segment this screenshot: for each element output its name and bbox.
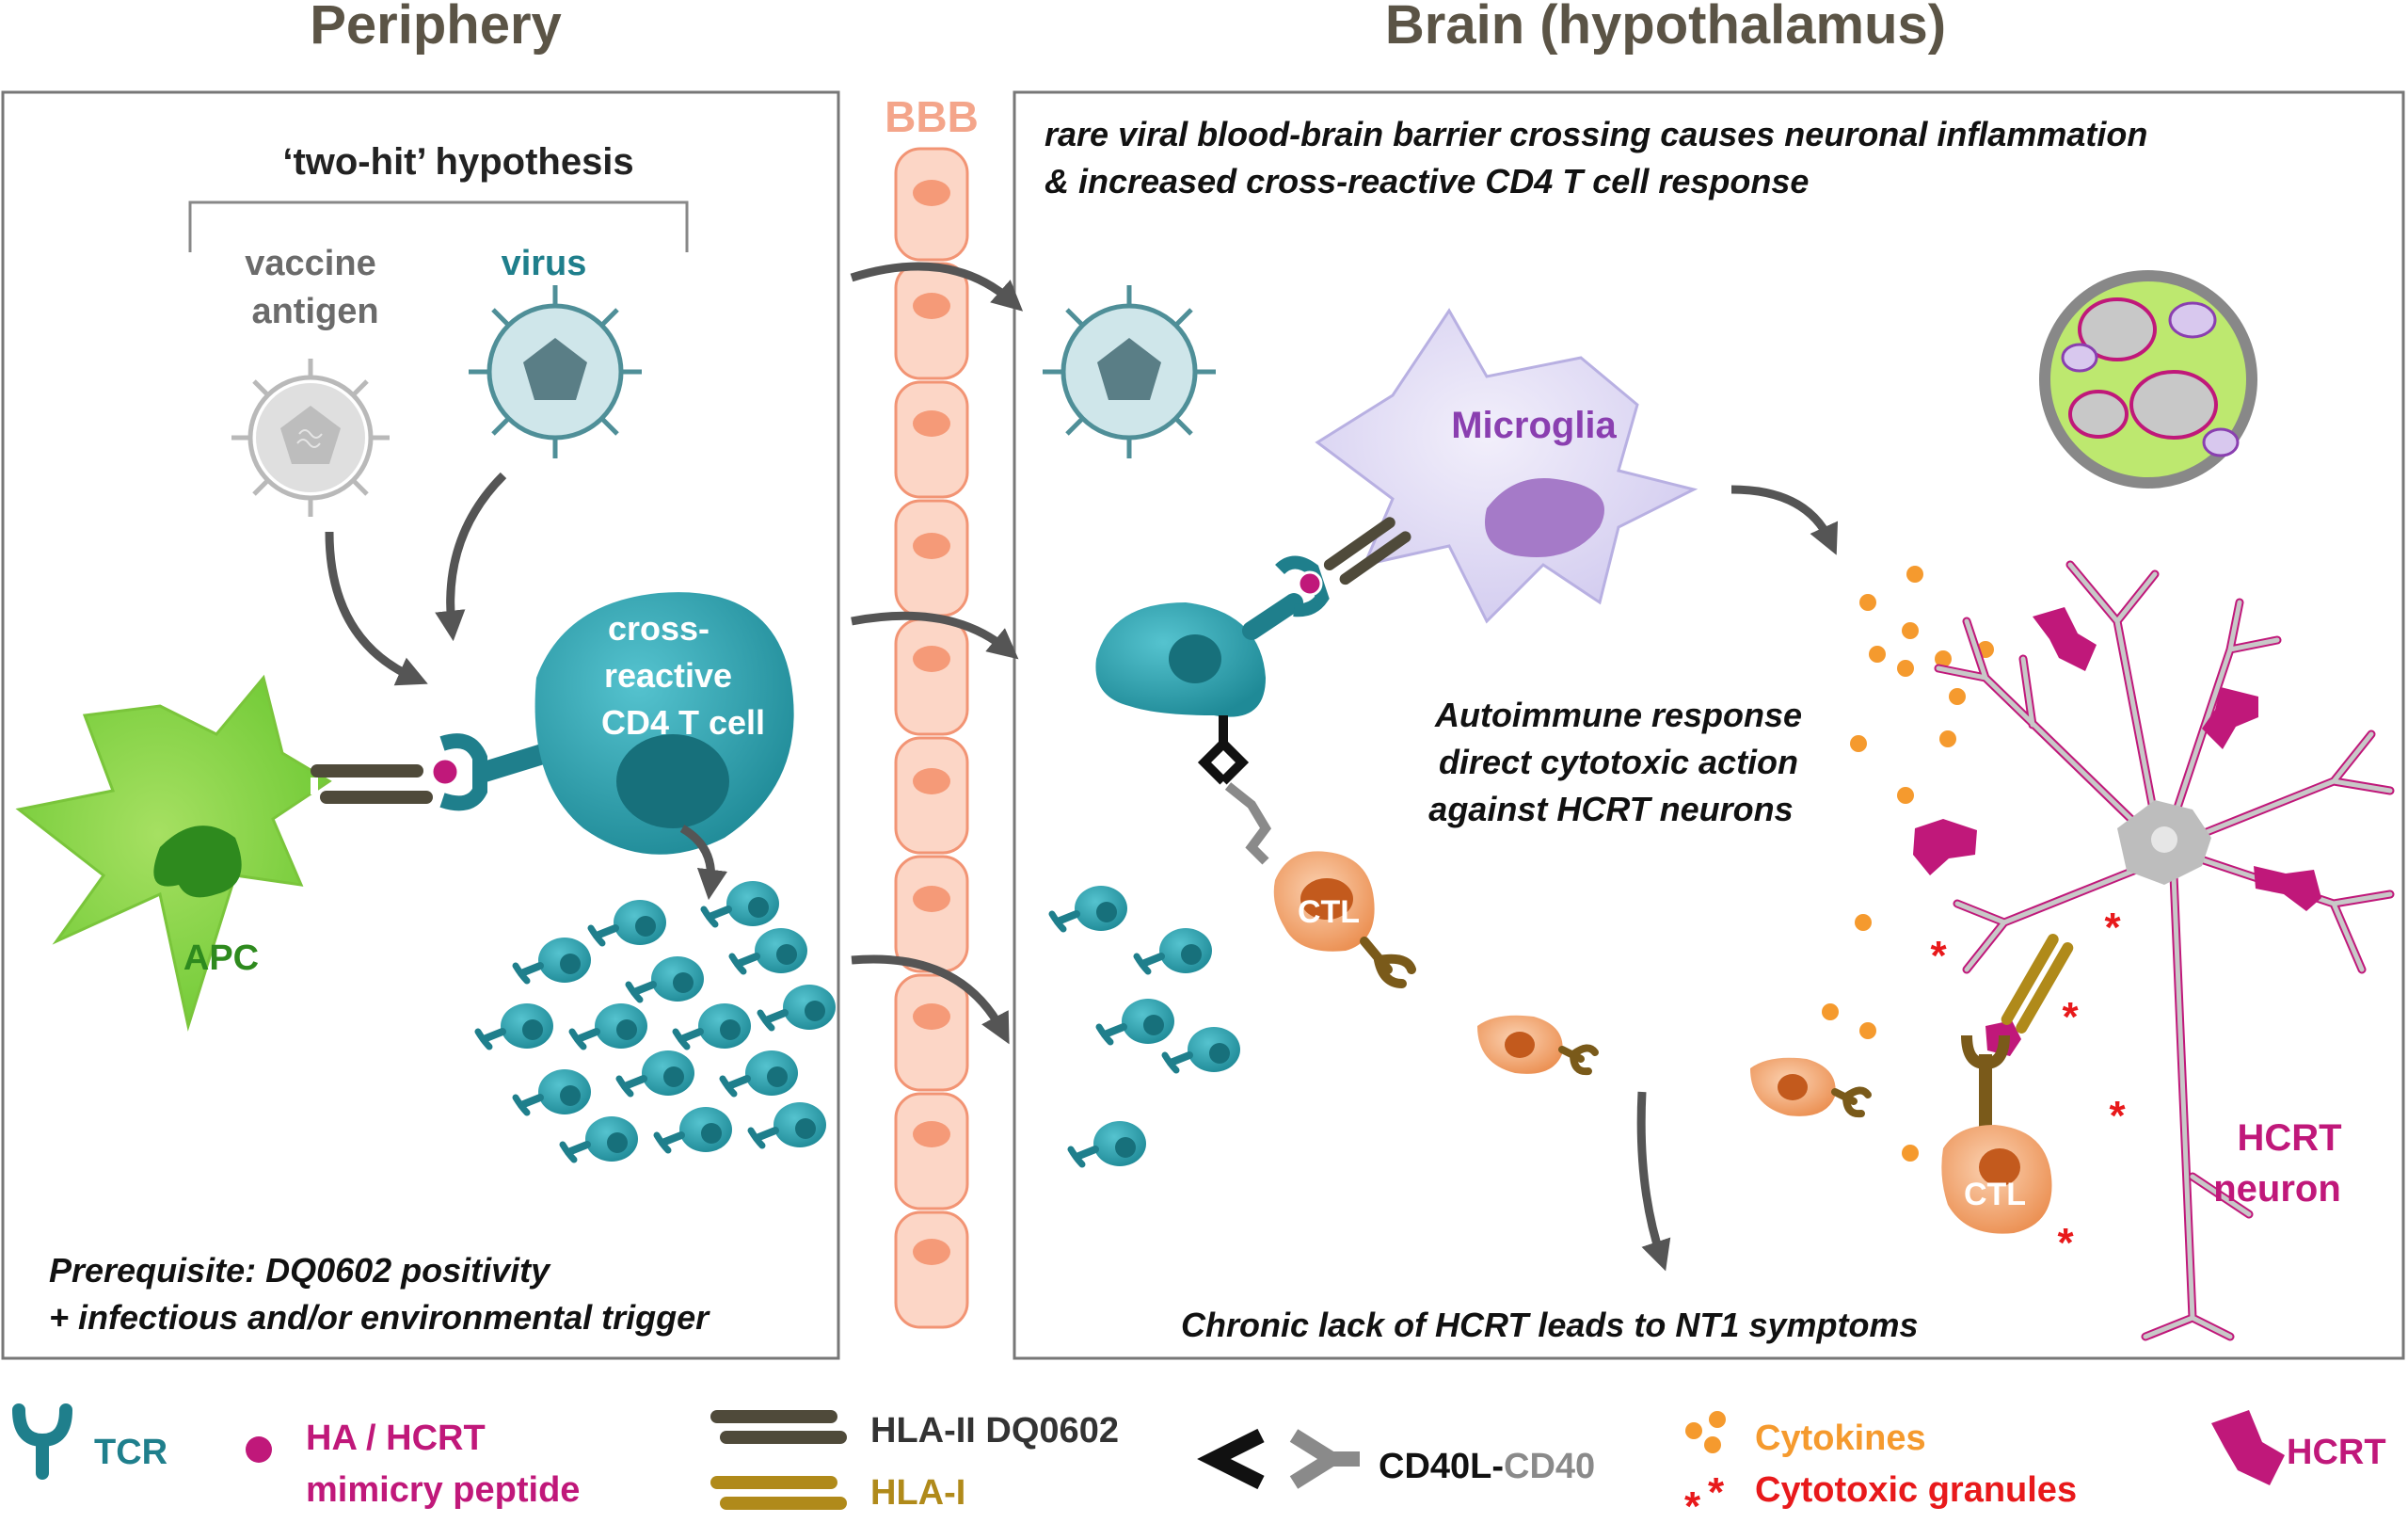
brain-caption-2: & increased cross-reactive CD4 T cell re… (1045, 162, 1809, 200)
legend-granules-label: Cytotoxic granules (1755, 1470, 2077, 1510)
hcrt-neuron (1934, 560, 2395, 1341)
cytokine-dots (1822, 566, 1994, 1162)
microglia-hla-ii (1323, 517, 1411, 585)
hcrt-peptides (1913, 607, 2321, 1056)
header-brain: Brain (hypothalamus) (1385, 0, 1946, 56)
roaming-ctl-2 (1750, 1057, 1872, 1118)
microglia-nucleus (1485, 478, 1604, 557)
brain-ctl-tcr (1360, 937, 1416, 988)
vaccine-label-1: vaccine (245, 244, 375, 283)
tcr-stalk (474, 743, 556, 782)
bbb-label: BBB (885, 92, 979, 141)
legend-cd40l-label: CD40L-CD40 (1379, 1447, 1595, 1486)
tcell-label-1: cross- (608, 609, 710, 648)
legend-tcr-label: TCR (94, 1433, 167, 1472)
legend-hcrt-icon (2211, 1410, 2285, 1485)
legend-cd40l-text: CD40L- (1379, 1447, 1504, 1486)
tissue-inset (2039, 270, 2257, 489)
brain-cd4-nucleus (1169, 634, 1221, 683)
svg-text:*: * (2057, 1220, 2074, 1266)
periphery-panel (1, 90, 840, 1360)
neuron-label-1: HCRT (2237, 1117, 2341, 1159)
brain-cd40 (1224, 782, 1272, 865)
expanded-tcell-cluster (478, 881, 836, 1162)
legend-tcr-icon (12, 1403, 72, 1480)
bbb-cells (894, 147, 969, 1329)
header-periphery: Periphery (310, 0, 562, 56)
svg-text:*: * (2104, 905, 2121, 951)
bbb-arrow-tcell (851, 611, 1019, 660)
legend-cytokines-label: Cytokines (1755, 1419, 1926, 1458)
apc-label: APC (183, 938, 259, 978)
brain-tcell-group (1052, 886, 1240, 1166)
legend-peptide-icon (246, 1436, 272, 1463)
legend-hcrt-label: HCRT (2287, 1433, 2386, 1472)
cross-reactive-tcell (534, 592, 794, 855)
ctl-tcr-arms (1961, 1034, 2010, 1070)
svg-text:*: * (1684, 1483, 1701, 1518)
microglia-label: Microglia (1451, 405, 1617, 446)
arrow-microglia-to-cytokines (1730, 485, 1839, 555)
neuron-label-2: neuron (2213, 1168, 2341, 1210)
legend-peptide-line-2: mimicry peptide (306, 1470, 580, 1510)
svg-text:*: * (1708, 1469, 1725, 1515)
brain-ctl-engaged-nucleus (1300, 878, 1353, 920)
tcell-label-3: CD4 T cell (601, 703, 765, 742)
two-hit-bracket (188, 200, 689, 252)
legend-hla2-icon (710, 1410, 847, 1444)
granule-stars: * * * * * (1930, 905, 2126, 1266)
brain-cd40l (1197, 715, 1250, 785)
svg-text:*: * (2109, 1093, 2126, 1139)
autoimmune-line-1: Autoimmune response (1434, 696, 1802, 734)
bbb-arrow-expansion (851, 954, 1010, 1045)
microglia-cell (1315, 308, 1698, 624)
virus-label: virus (502, 244, 587, 283)
brain-tcr-stalk (1242, 593, 1303, 640)
svg-text:*: * (1930, 933, 1947, 979)
brain-panel (1013, 90, 2405, 1360)
legend-hla1-label: HLA-I (870, 1473, 965, 1513)
arrow-vaccine-to-tcr (325, 531, 428, 686)
ctl-label-engaged: CTL (1298, 894, 1360, 930)
roaming-ctl-1 (1477, 1015, 1599, 1076)
arrow-virus-to-tcr (435, 472, 507, 642)
brain-mimicry-peptide (1297, 570, 1323, 597)
legend-peptide-line-1: HA / HCRT (306, 1419, 486, 1458)
autoimmune-line-3: against HCRT neurons (1428, 790, 1793, 828)
brain-ctl-attack-nucleus (1979, 1148, 2020, 1186)
legend: TCR HA / HCRT mimicry peptide HLA-II DQ0… (12, 1403, 2386, 1523)
virus-icon (469, 285, 642, 458)
ctl-label-attack: CTL (1964, 1177, 2026, 1212)
hla-ii-molecule (311, 764, 433, 804)
tcell-label-2: reactive (604, 656, 732, 695)
svg-text:*: * (2062, 994, 2079, 1040)
bbb-arrow-virus (850, 262, 1024, 312)
arrow-chronic (1636, 1091, 1671, 1272)
prerequisite-line-2: + infectious and/or environmental trigge… (49, 1298, 710, 1337)
brain-caption-1: rare viral blood-brain barrier crossing … (1045, 115, 2147, 153)
legend-cytokine-icon (1685, 1411, 1726, 1453)
legend-cd40-text: CD40 (1504, 1447, 1595, 1486)
two-hit-title: ‘two-hit’ hypothesis (282, 141, 633, 183)
autoimmune-line-2: direct cytotoxic action (1439, 743, 1798, 781)
apc-nucleus (153, 826, 242, 898)
vaccine-antigen-icon (231, 359, 390, 517)
brain-virus-icon (1043, 285, 1216, 458)
hla-i-stack (2001, 934, 2074, 1034)
tcell-nucleus (616, 734, 729, 828)
legend-hla2-label: HLA-II DQ0602 (870, 1411, 1119, 1451)
legend-granule-icon: ** (1684, 1469, 1725, 1523)
vaccine-label-2: antigen (251, 292, 378, 331)
legend-cd40l-icon (1197, 1428, 1265, 1490)
mimicry-peptide (430, 757, 460, 787)
arrow-clonal-expansion (679, 825, 728, 901)
legend-cd40-icon (1289, 1429, 1360, 1489)
chronic-statement: Chronic lack of HCRT leads to NT1 sympto… (1181, 1306, 1919, 1344)
legend-hla1-icon (710, 1476, 847, 1510)
prerequisite-line-1: Prerequisite: DQ0602 positivity (49, 1251, 551, 1290)
